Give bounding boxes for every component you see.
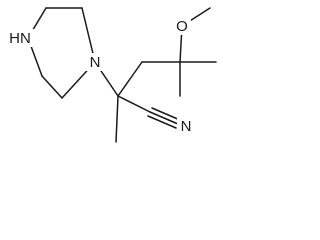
atom-label-o: O bbox=[176, 18, 188, 35]
bond-c5-c6 bbox=[41, 75, 63, 99]
n-nitrile-label-mask bbox=[177, 117, 195, 135]
bond-cq-cn bbox=[117, 95, 151, 113]
structural-formula: HN N O N bbox=[4, 7, 217, 143]
triple-bond-line-2 bbox=[151, 107, 181, 121]
nring-label-mask bbox=[86, 53, 104, 71]
nitrile-group bbox=[117, 95, 181, 129]
piperazine-ring bbox=[27, 7, 96, 99]
atom-label-hn: HN bbox=[9, 30, 31, 47]
carbon-chain bbox=[94, 7, 217, 143]
bond-cq-methyl bbox=[115, 95, 119, 143]
atom-label-n-nitrile: N bbox=[181, 118, 192, 135]
atom-label-n-ring: N bbox=[90, 54, 101, 71]
triple-bond-line-3 bbox=[147, 115, 177, 129]
nh-label-mask bbox=[4, 29, 36, 47]
bond-cq-ch2 bbox=[117, 61, 143, 97]
o-label-mask bbox=[173, 17, 191, 35]
triple-bond-line-1 bbox=[149, 111, 179, 125]
